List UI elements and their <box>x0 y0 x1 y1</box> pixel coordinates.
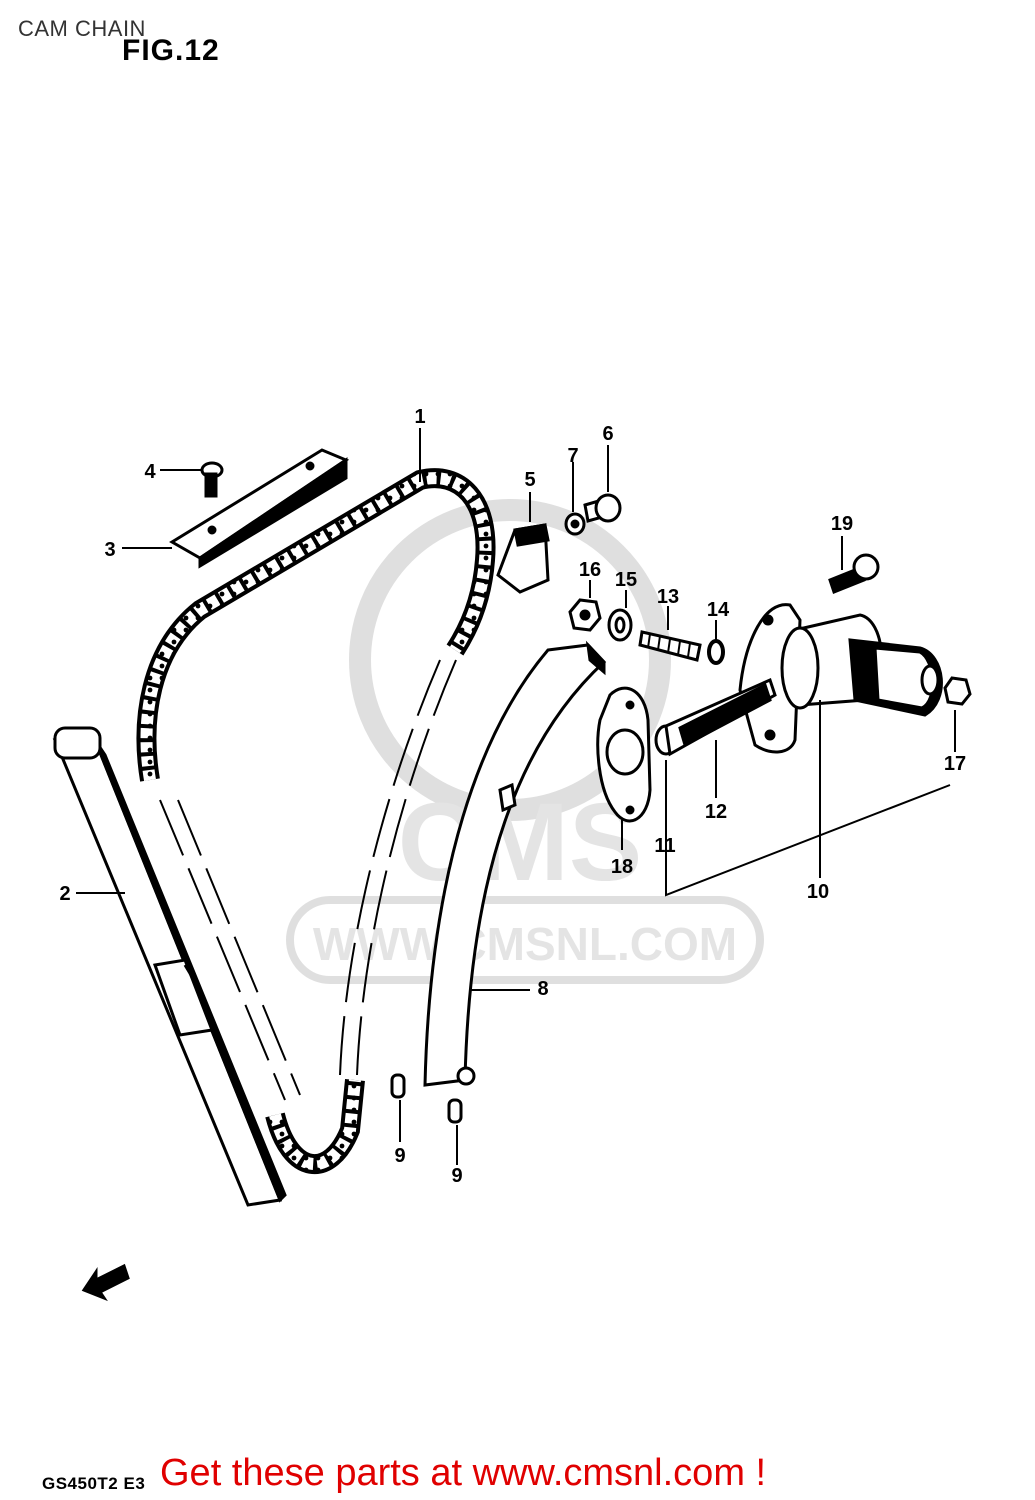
callout-17: 17 <box>944 753 966 775</box>
callout-8: 8 <box>537 978 548 1000</box>
callout-6: 6 <box>602 423 613 445</box>
callout-18: 18 <box>611 856 633 878</box>
callout-14: 14 <box>707 599 730 621</box>
callouts: 1 2 3 4 5 6 7 8 9 9 10 11 12 13 14 15 16… <box>59 406 966 1187</box>
callout-2: 2 <box>59 883 70 905</box>
part-16-nut[interactable] <box>568 598 602 632</box>
part-4-screw[interactable] <box>200 461 224 498</box>
callout-10: 10 <box>807 881 829 903</box>
part-13-spring[interactable] <box>638 630 702 662</box>
callout-7: 7 <box>567 445 578 467</box>
part-1-cam-chain[interactable] <box>136 468 496 1175</box>
callout-13: 13 <box>657 586 679 608</box>
part-10-tensioner-body[interactable] <box>738 603 943 754</box>
part-14-o-ring[interactable] <box>707 639 725 665</box>
callout-5: 5 <box>524 469 535 491</box>
callout-3: 3 <box>104 539 115 561</box>
callout-1: 1 <box>414 406 425 428</box>
part-9-pin-left[interactable] <box>390 1073 406 1099</box>
part-6-bolt[interactable] <box>583 493 622 523</box>
model-code: GS450T2 E3 <box>42 1474 146 1493</box>
part-8-tensioner-arm[interactable] <box>423 640 607 1087</box>
part-12-spring[interactable] <box>678 682 772 748</box>
callout-11: 11 <box>654 835 675 857</box>
figure-label: FIG.12 <box>122 34 220 67</box>
callout-9-left: 9 <box>394 1145 405 1167</box>
promo-link[interactable]: Get these parts at www.cmsnl.com ! <box>160 1452 767 1494</box>
part-7-washer[interactable] <box>564 512 586 536</box>
part-18-gasket[interactable] <box>596 686 652 823</box>
page-title: CAM CHAIN <box>18 16 146 41</box>
part-9-pin-right[interactable] <box>447 1098 463 1124</box>
part-3-chain-guide-top[interactable] <box>169 448 350 569</box>
callout-19: 19 <box>831 513 853 535</box>
callout-4: 4 <box>144 461 156 483</box>
part-19-bolt[interactable] <box>828 553 880 594</box>
callout-16: 16 <box>579 559 601 581</box>
part-15-washer[interactable] <box>607 608 633 642</box>
part-2-chain-guide-rear[interactable] <box>52 726 287 1207</box>
callout-12: 12 <box>705 801 727 823</box>
callout-9-right: 9 <box>451 1165 462 1187</box>
part-5-guide-block[interactable] <box>496 523 550 594</box>
watermark: CMS WWW.CMSNL.COM <box>286 499 764 984</box>
callout-15: 15 <box>615 569 637 591</box>
leader-lines <box>76 428 956 1165</box>
front-arrow-icon <box>81 1263 130 1302</box>
watermark-url: WWW.CMSNL.COM <box>313 918 737 970</box>
part-17-nut[interactable] <box>943 676 972 706</box>
watermark-brand: CMS <box>398 781 642 904</box>
